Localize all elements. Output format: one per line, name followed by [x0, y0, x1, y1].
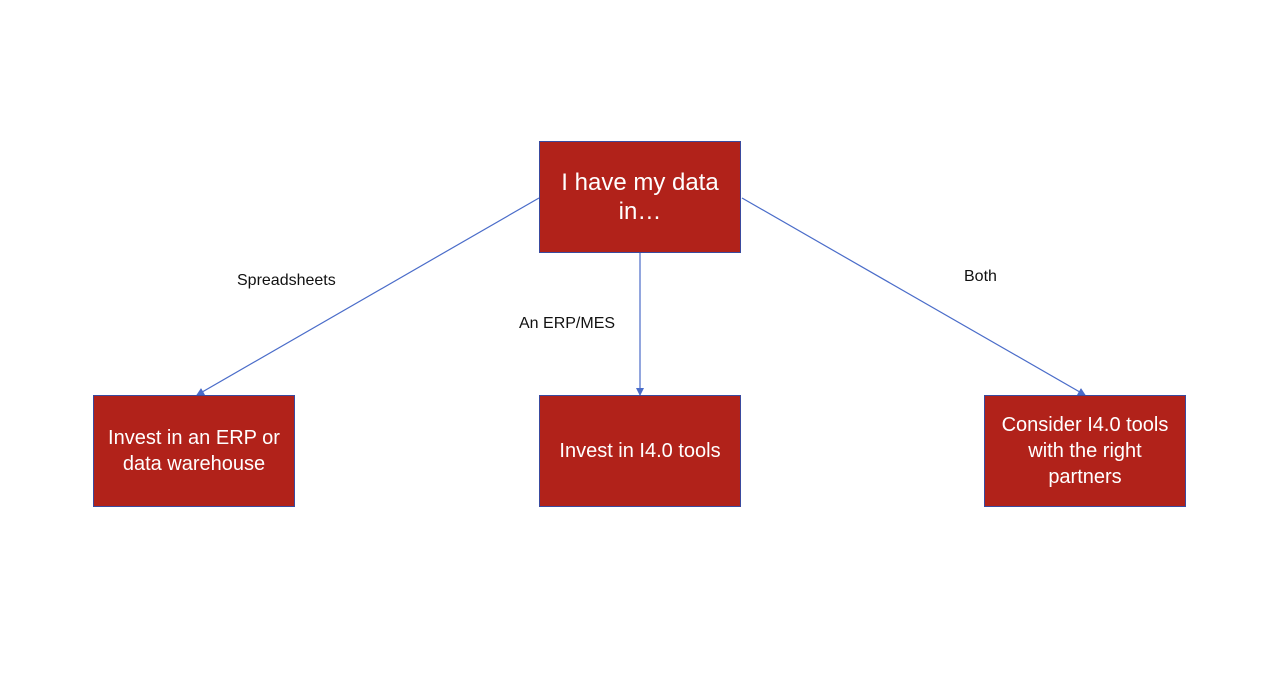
edge-label-erp-mes: An ERP/MES [519, 315, 616, 332]
outcome-node-i40-tools: Invest in I4.0 tools [539, 395, 741, 507]
arrow-to-left-outcome [196, 197, 540, 396]
outcome-node-label: Invest in an ERP or data warehouse [108, 427, 280, 475]
edge-label-spreadsheets: Spreadsheets [237, 272, 336, 289]
outcome-node-i40-partners: Consider I4.0 tools with the right partn… [984, 395, 1186, 507]
outcome-node-label: Invest in I4.0 tools [559, 440, 721, 462]
root-node: I have my data in… [539, 141, 741, 253]
outcome-node-erp-warehouse: Invest in an ERP or data warehouse [93, 395, 295, 507]
root-node-label: I have my data in… [561, 169, 719, 225]
outcome-node-label: Consider I4.0 tools with the right partn… [1001, 414, 1169, 488]
edge-label-both: Both [964, 268, 997, 285]
arrow-to-right-outcome [741, 197, 1086, 396]
